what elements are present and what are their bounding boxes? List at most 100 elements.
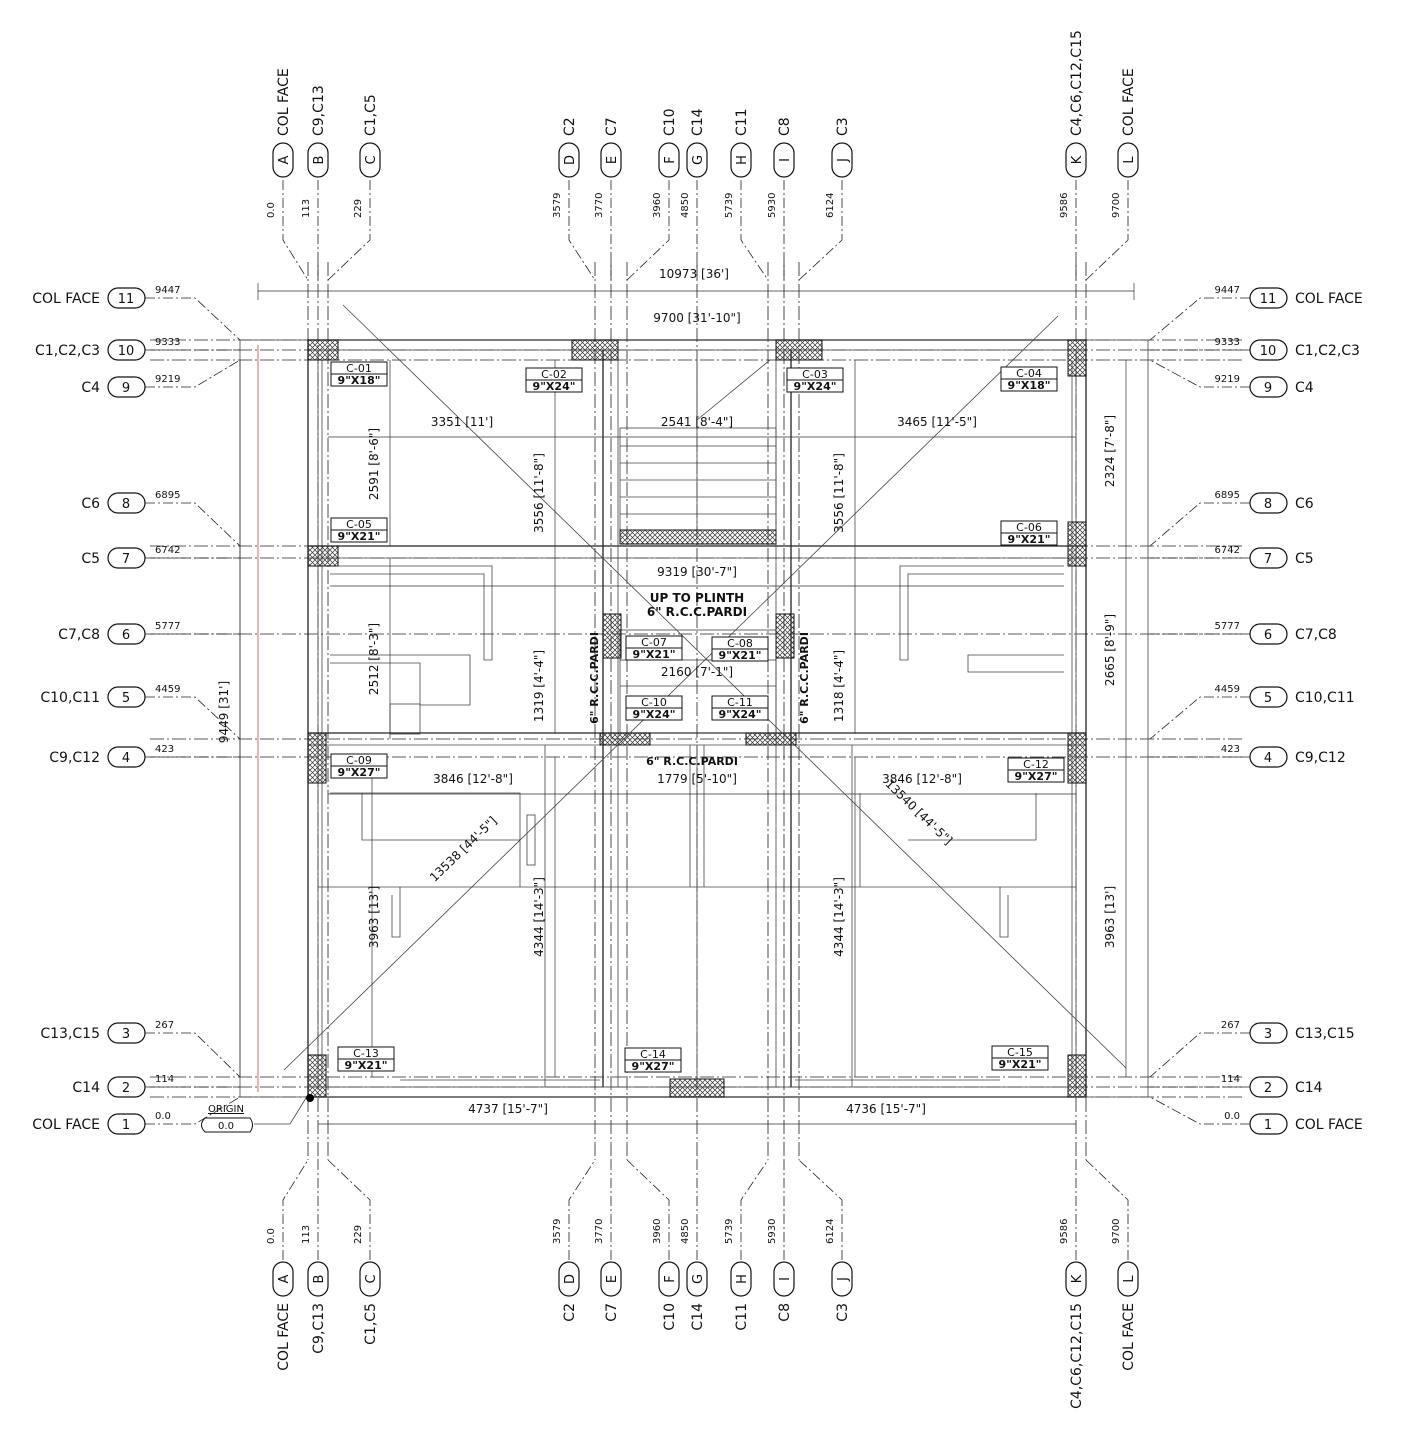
pardi-right-note: 6" R.C.C.PARDI	[798, 632, 811, 724]
plinth-note-line1: UP TO PLINTH	[650, 591, 744, 605]
grid-letter-bottom: E	[605, 1275, 620, 1283]
column-tag-size-box	[330, 765, 388, 779]
grid-coord-bottom: 113	[301, 1225, 312, 1244]
grid-bubble-c-bottom	[359, 1261, 381, 1297]
grid-coord-bottom: 9586	[1059, 1219, 1070, 1244]
grid-label-top: C14	[690, 108, 706, 136]
dim-stair-width: 2541 [8'-4"]	[661, 415, 733, 429]
grid-label-left: COL FACE	[32, 1117, 100, 1133]
grid-letter-bottom: J	[836, 1277, 851, 1282]
dim-room-e: 3846 [12'-8"]	[882, 772, 962, 786]
dim-room-w: 3846 [12'-8"]	[433, 772, 513, 786]
grid-label-left: C14	[72, 1080, 100, 1096]
grid-coord-bottom: 3579	[552, 1219, 563, 1244]
column-tag-size: 9"X24"	[633, 708, 676, 721]
grid-bubble-g-bottom	[686, 1261, 708, 1297]
grid-coord-top: 113	[301, 199, 312, 218]
grid-letter-bottom: C	[364, 1274, 379, 1283]
dim-stair-depth-right: 3556 [11'-8"]	[832, 453, 846, 533]
grid-coord-top: 6124	[825, 193, 836, 218]
grid-letter-top: G	[691, 155, 706, 165]
grid-bubble-j-bottom	[831, 1261, 853, 1297]
grid-letter-bottom: A	[277, 1274, 292, 1283]
grid-bubble-k-bottom	[1065, 1261, 1087, 1297]
column-tag-size: 9"X18"	[338, 374, 381, 387]
grid-label-right: C14	[1295, 1080, 1323, 1096]
grid-label-right: C10,C11	[1295, 690, 1355, 706]
column-tag-size-box	[330, 529, 388, 543]
dim-room-nw-depth: 2591 [8'-6"]	[367, 428, 381, 500]
grid-number-right: 6	[1264, 628, 1272, 643]
grid-letter-bottom: K	[1070, 1274, 1085, 1283]
grid-letter-top: C	[364, 155, 379, 164]
grid-bubble-10	[107, 339, 146, 361]
grid-coord-bottom: 4850	[680, 1219, 691, 1244]
grid-number-left: 5	[122, 691, 130, 706]
grid-coord-top: 5739	[724, 193, 735, 218]
column-tag-id: C-15	[1007, 1046, 1033, 1059]
plinth-note-line2: 6" R.C.C.PARDI	[647, 605, 747, 619]
grid-bubble-a-bottom	[272, 1261, 294, 1297]
dim-room-nw: 3351 [11']	[431, 415, 493, 429]
grid-bubble-9	[107, 376, 146, 398]
grid-label-right: C6	[1295, 496, 1314, 512]
dim-overall-height: 9449 [31']	[217, 681, 231, 743]
grid-coord-left: 9333	[155, 337, 180, 348]
column-tag-id: C-07	[641, 636, 667, 649]
grid-letter-bottom: G	[691, 1274, 706, 1284]
dim-right-mid: 2665 [8'-9"]	[1103, 614, 1117, 686]
grid-bubble-g	[686, 142, 708, 178]
grid-bubble-5	[107, 686, 146, 708]
grid-number-right: 3	[1264, 1027, 1272, 1042]
column-tag-id: C-12	[1023, 758, 1049, 771]
grid-coord-right: 114	[1221, 1074, 1240, 1085]
grid-label-bottom: COL FACE	[1121, 1303, 1137, 1371]
pardi-bottom-note: 6" R.C.C.PARDI	[646, 755, 738, 768]
grid-number-right: 11	[1260, 292, 1277, 307]
grid-coord-left: 267	[155, 1020, 174, 1031]
column-tag-size-box	[1000, 378, 1058, 392]
grid-coord-top: 9586	[1059, 193, 1070, 218]
grid-coord-left: 6742	[155, 545, 180, 556]
grid-label-bottom: C8	[777, 1303, 793, 1322]
grid-letter-top: B	[312, 156, 327, 165]
grid-number-right: 10	[1260, 344, 1277, 359]
grid-coord-bottom: 5739	[724, 1219, 735, 1244]
grid-label-top: COL FACE	[276, 68, 292, 136]
grid-letter-top: I	[778, 158, 793, 162]
grid-label-bottom: C10	[662, 1303, 678, 1331]
grid-label-top: C3	[835, 117, 851, 136]
grid-label-bottom: C2	[562, 1303, 578, 1322]
grid-label-top: C4,C6,C12,C15	[1069, 30, 1085, 136]
dim-core-left: 1319 [4'-4"]	[532, 650, 546, 722]
grid-coord-bottom: 5930	[767, 1219, 778, 1244]
dim-bottom-right: 4736 [15'-7"]	[846, 1102, 926, 1116]
grid-coord-bottom: 0.0	[266, 1228, 277, 1244]
grid-label-top: C11	[734, 108, 750, 136]
dim-room-ne: 3465 [11'-5"]	[897, 415, 977, 429]
grid-bubble-11	[107, 287, 146, 309]
grid-letter-bottom: B	[312, 1275, 327, 1284]
grid-letter-top: H	[735, 155, 750, 165]
dim-right-lower: 3963 [13']	[1103, 886, 1117, 948]
grid-letter-top: L	[1122, 156, 1137, 164]
grid-coord-right: 4459	[1215, 684, 1240, 695]
grid-coord-right: 0.0	[1224, 1111, 1240, 1122]
grid-coord-top: 9700	[1111, 193, 1122, 218]
grid-bubble-10-right	[1249, 339, 1288, 361]
grid-coord-right: 267	[1221, 1020, 1240, 1031]
column-tag-size-box	[711, 707, 769, 721]
column-tag-size-box	[786, 379, 844, 393]
grid-label-left: C7,C8	[58, 627, 100, 643]
grid-bubble-8	[107, 492, 146, 514]
grid-coord-bottom: 6124	[825, 1219, 836, 1244]
grid-label-left: C6	[81, 496, 100, 512]
grid-bubble-2-right	[1249, 1076, 1288, 1098]
column-tag-size: 9"X21"	[633, 648, 676, 661]
grid-leader-lines	[145, 180, 1250, 1260]
dimension-lines	[239, 283, 1135, 1125]
column-tag-size-box	[1000, 532, 1058, 546]
grid-bubble-l	[1117, 142, 1139, 178]
grid-bubble-k	[1065, 142, 1087, 178]
